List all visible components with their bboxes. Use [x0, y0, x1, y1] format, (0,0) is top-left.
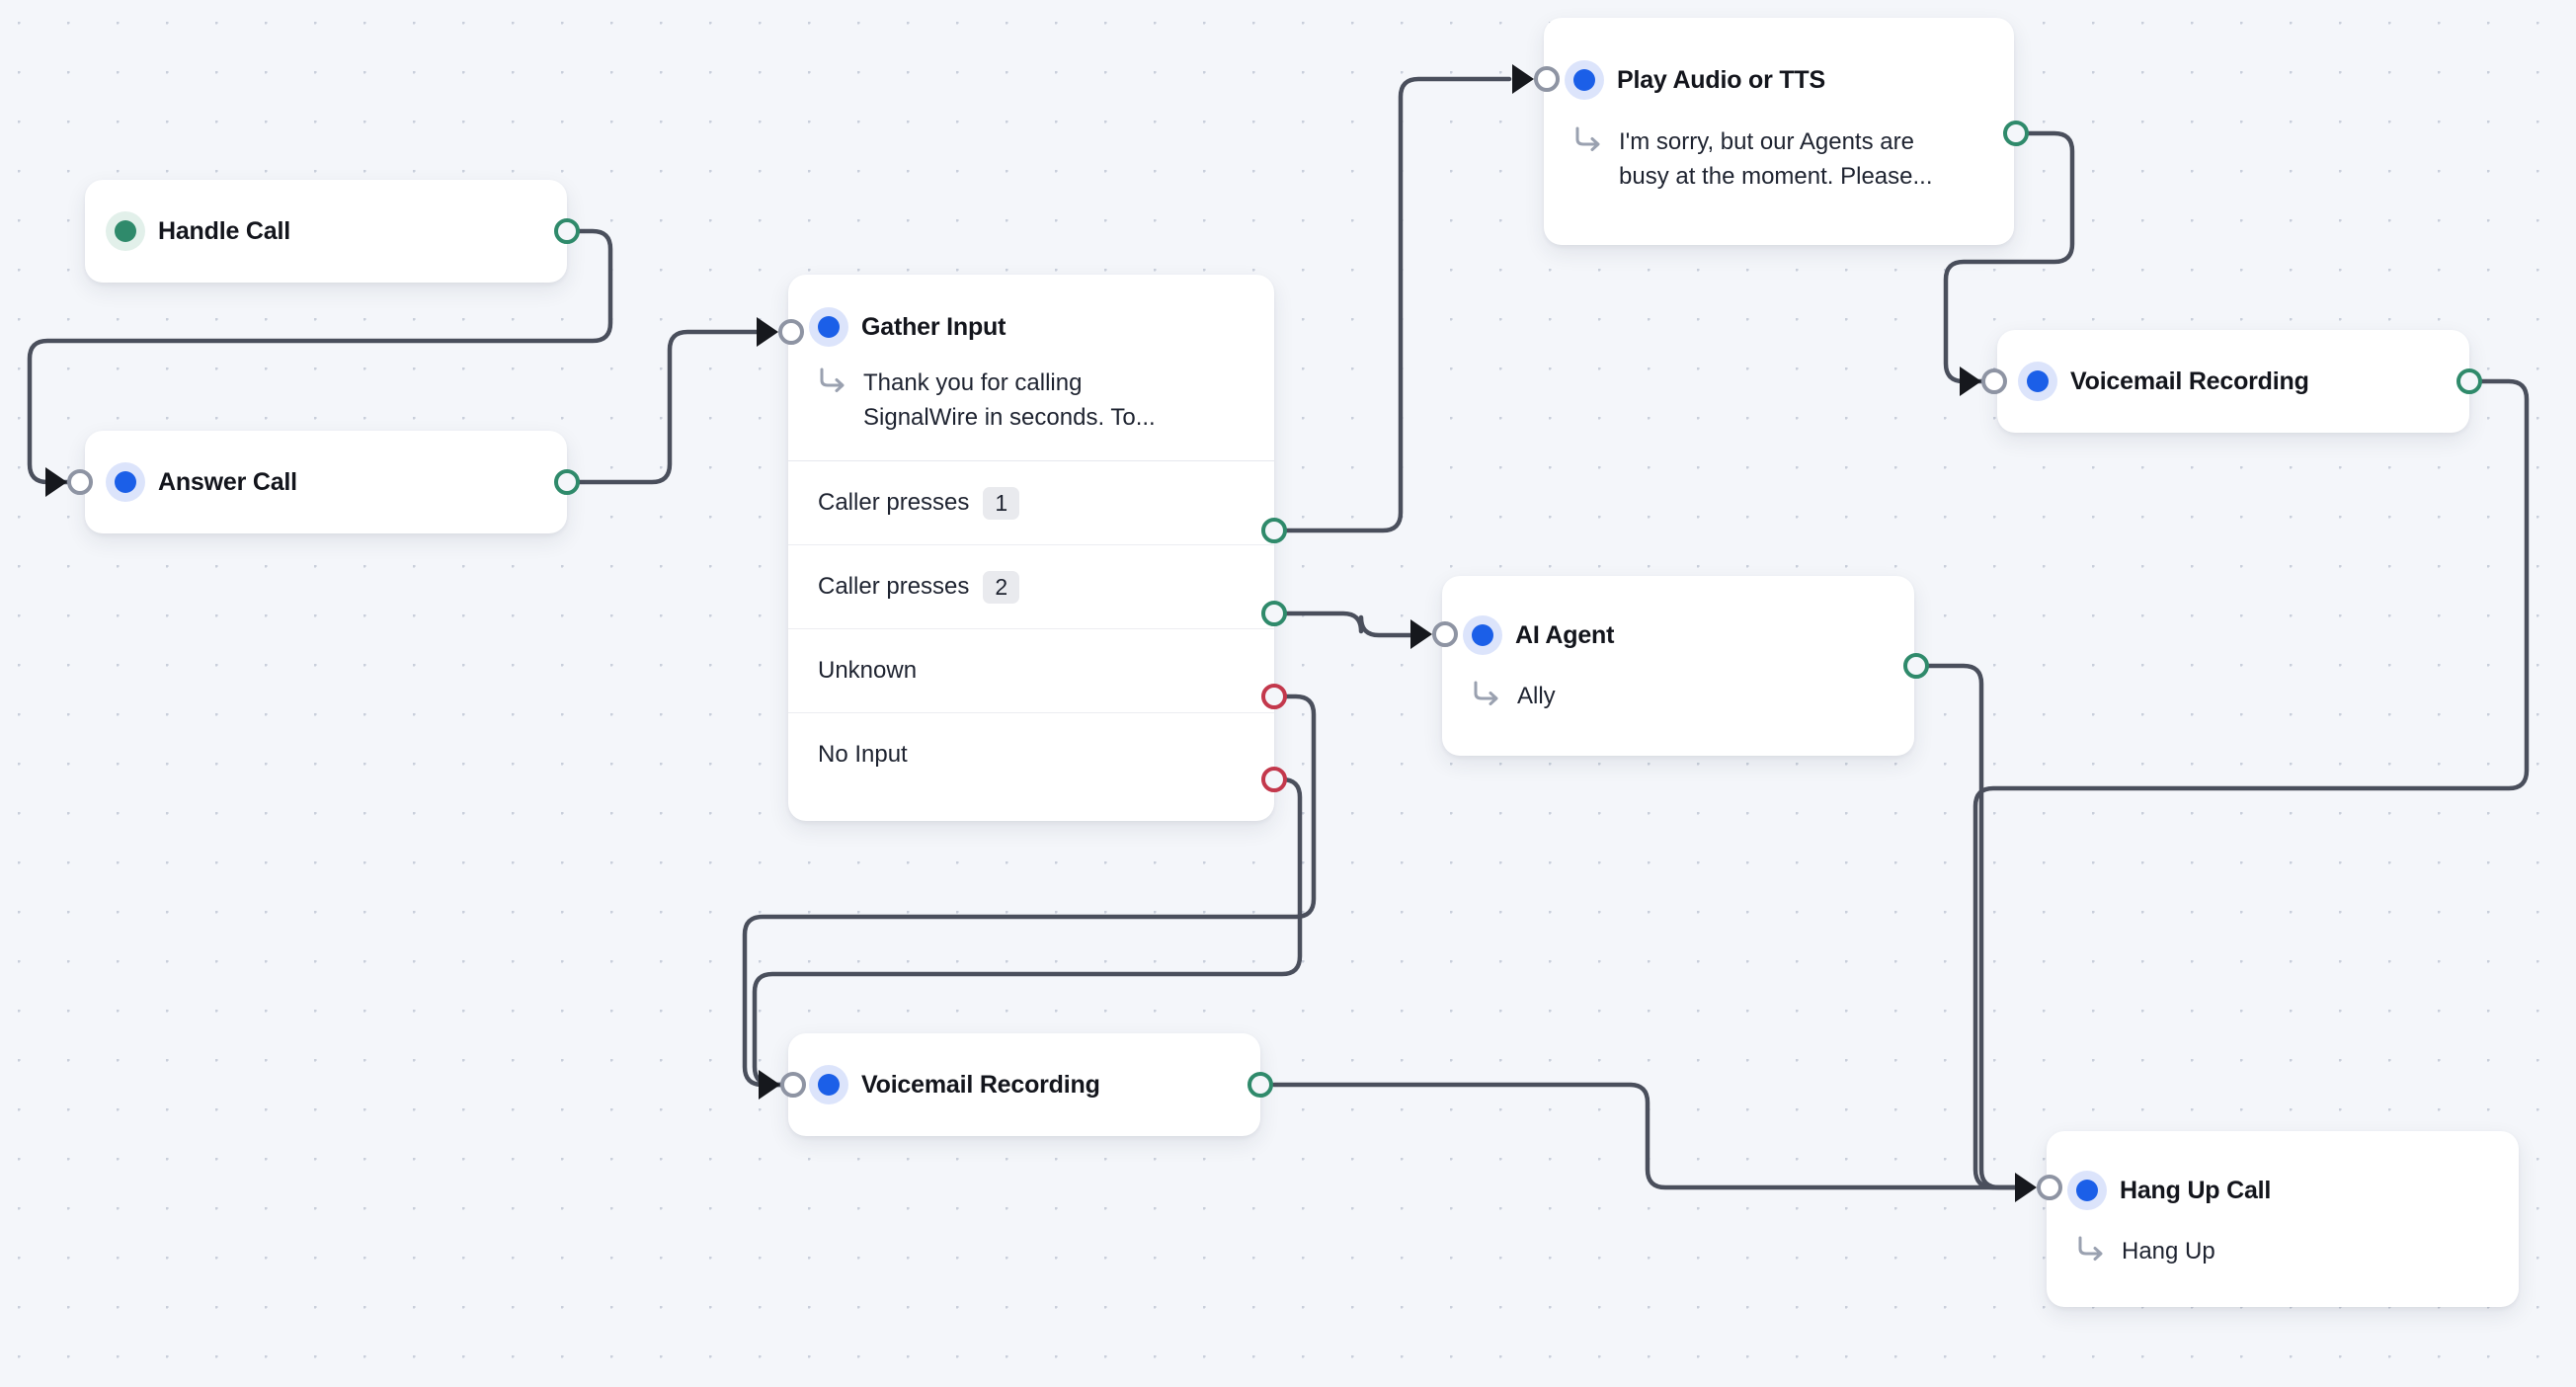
- node-header: Play Audio or TTS: [1544, 18, 2014, 128]
- status-dot-blue-icon: [818, 316, 840, 338]
- node-handle-call[interactable]: Handle Call: [85, 180, 567, 283]
- node-header: AI Agent: [1442, 576, 1914, 683]
- input-arrow-gather-input: [757, 317, 778, 347]
- arrow-branch-icon: [1573, 126, 1603, 157]
- status-dot-blue-icon: [2076, 1180, 2098, 1201]
- node-subtitle: Ally: [1517, 683, 1556, 709]
- output-row-badge: 1: [983, 486, 1020, 520]
- input-port-answer-call[interactable]: [67, 469, 93, 495]
- output-port-caller-presses-2[interactable]: [1261, 601, 1287, 626]
- status-dot-blue-icon: [115, 471, 136, 493]
- output-port-unknown[interactable]: [1261, 684, 1287, 709]
- output-port-voicemail-recording-top[interactable]: [2456, 368, 2482, 394]
- output-port-answer-call[interactable]: [554, 469, 580, 495]
- output-port-no-input[interactable]: [1261, 767, 1287, 792]
- output-port-play-audio-tts[interactable]: [2003, 121, 2029, 146]
- edge-caller-2-to-ai-agent: [1271, 611, 1425, 638]
- node-title: Voicemail Recording: [2070, 367, 2309, 395]
- input-port-voicemail-recording-top[interactable]: [1981, 368, 2007, 394]
- node-subtitle-row: Hang Up: [2047, 1234, 2519, 1294]
- node-subtitle-row: Thank you for calling SignalWire in seco…: [788, 366, 1274, 460]
- status-dot-green-icon: [115, 220, 136, 242]
- node-header: Voicemail Recording: [1997, 330, 2469, 433]
- input-arrow-play-audio-tts: [1512, 64, 1534, 94]
- output-port-caller-presses-1[interactable]: [1261, 518, 1287, 543]
- node-gather-input[interactable]: Gather Input Thank you for calling Signa…: [788, 275, 1274, 821]
- output-row-unknown[interactable]: Unknown: [788, 628, 1274, 712]
- node-answer-call[interactable]: Answer Call: [85, 431, 567, 533]
- input-arrow-voicemail-recording-top: [1960, 367, 1981, 396]
- output-port-voicemail-recording-bottom[interactable]: [1248, 1072, 1273, 1098]
- edge-voicemail-bottom-to-hang-up: [1271, 1082, 2018, 1190]
- input-port-gather-input[interactable]: [778, 319, 804, 345]
- node-title: Voicemail Recording: [861, 1070, 1100, 1099]
- node-title: AI Agent: [1515, 620, 1615, 649]
- node-hang-up-call[interactable]: Hang Up Call Hang Up: [2047, 1131, 2519, 1307]
- node-subtitle-row: Ally: [1442, 679, 1914, 739]
- status-dot-blue-icon: [1472, 624, 1493, 646]
- node-title: Hang Up Call: [2120, 1176, 2272, 1204]
- input-port-play-audio-tts[interactable]: [1534, 66, 1560, 92]
- output-port-ai-agent[interactable]: [1903, 653, 1929, 679]
- output-row-label: No Input: [818, 741, 908, 769]
- node-voicemail-recording-top[interactable]: Voicemail Recording: [1997, 330, 2469, 433]
- arrow-branch-icon: [2076, 1236, 2106, 1266]
- status-dot-blue-icon: [2027, 370, 2049, 392]
- node-subtitle-row: I'm sorry, but our Agents are busy at th…: [1544, 124, 2014, 219]
- status-dot-blue-icon: [1573, 69, 1595, 91]
- arrow-branch-icon: [1472, 681, 1501, 711]
- input-arrow-answer-call: [45, 467, 67, 497]
- edge-voicemail-top-to-hang-up: [1972, 378, 2530, 1190]
- input-port-ai-agent[interactable]: [1432, 621, 1458, 647]
- input-arrow-voicemail-recording-bottom: [759, 1070, 780, 1100]
- node-play-audio-tts[interactable]: Play Audio or TTS I'm sorry, but our Age…: [1544, 18, 2014, 245]
- node-ai-agent[interactable]: AI Agent Ally: [1442, 576, 1914, 756]
- arrow-branch-icon: [818, 367, 847, 398]
- input-port-hang-up-call[interactable]: [2037, 1175, 2062, 1200]
- edge-caller-1-to-play-audio: [1271, 76, 1512, 533]
- output-port-handle-call[interactable]: [554, 218, 580, 244]
- edge-ai-agent-to-hang-up: [1913, 663, 2018, 1190]
- node-header: Answer Call: [85, 431, 567, 533]
- node-subtitle: Hang Up: [2122, 1238, 2215, 1265]
- output-row-caller-presses-1[interactable]: Caller presses 1: [788, 460, 1274, 544]
- node-voicemail-recording-bottom[interactable]: Voicemail Recording: [788, 1033, 1260, 1136]
- output-row-label: Unknown: [818, 657, 918, 685]
- node-subtitle: I'm sorry, but our Agents are busy at th…: [1619, 128, 1933, 191]
- input-arrow-ai-agent: [1410, 619, 1432, 649]
- node-header: Hang Up Call: [2047, 1131, 2519, 1238]
- output-row-label: Caller presses: [818, 573, 970, 601]
- node-header: Handle Call: [85, 180, 567, 283]
- node-title: Gather Input: [861, 312, 1006, 341]
- output-row-caller-presses-2[interactable]: Caller presses 2: [788, 544, 1274, 628]
- node-header: Voicemail Recording: [788, 1033, 1260, 1136]
- input-port-voicemail-recording-bottom[interactable]: [780, 1072, 806, 1098]
- node-title: Play Audio or TTS: [1617, 65, 1825, 94]
- node-header: Gather Input: [788, 275, 1274, 369]
- node-title: Handle Call: [158, 216, 290, 245]
- status-dot-blue-icon: [818, 1074, 840, 1096]
- edge-answer-call-to-gather-input: [564, 329, 762, 485]
- output-row-label: Caller presses: [818, 489, 970, 517]
- input-arrow-hang-up-call: [2015, 1173, 2037, 1202]
- node-title: Answer Call: [158, 467, 297, 496]
- output-row-badge: 2: [983, 570, 1020, 604]
- node-subtitle: Thank you for calling SignalWire in seco…: [863, 369, 1156, 432]
- output-row-no-input[interactable]: No Input: [788, 712, 1274, 796]
